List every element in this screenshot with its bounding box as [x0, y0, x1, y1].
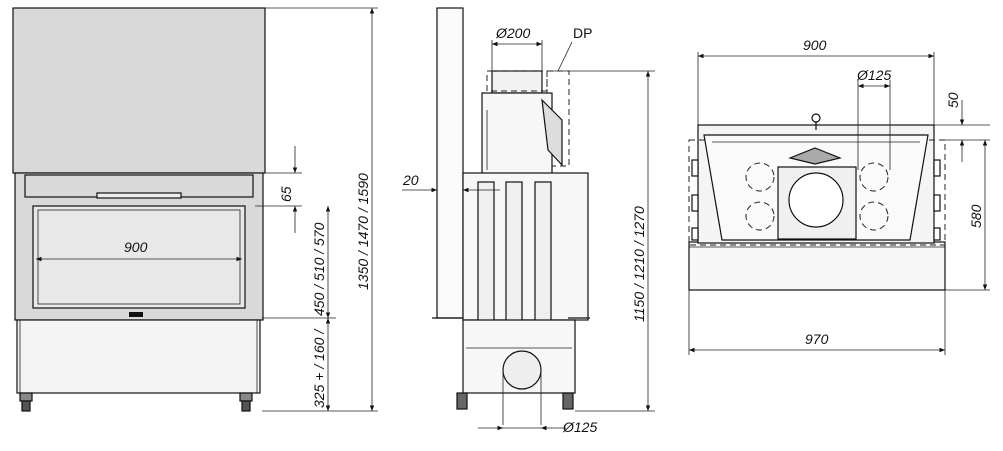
top-view: 900 Ø125 50 580 970 — [688, 37, 990, 355]
top-outer-base — [688, 241, 946, 291]
front-base — [16, 319, 261, 394]
front-hood — [12, 7, 266, 174]
top-dim-50: 50 — [945, 92, 961, 108]
front-dim-glass-height: 450 / 510 / 570 — [311, 222, 327, 316]
front-lintel-handle — [96, 192, 182, 199]
top-inlet-1 — [745, 162, 775, 192]
top-ornament — [788, 147, 842, 165]
front-dim-total-height: 1350 / 1470 / 1590 — [355, 173, 371, 290]
top-dim-125: Ø125 — [856, 67, 891, 83]
side-air-inlet — [502, 350, 542, 390]
side-dim-height: 1150 / 1210 / 1270 — [631, 206, 647, 322]
side-dim-flue-top: Ø200 — [495, 25, 530, 41]
side-dim-air-inlet: Ø125 — [562, 419, 597, 435]
side-label-dp: DP — [573, 25, 592, 41]
front-view: 900 65 450 / 510 / 570 325 + / 160 / 135… — [12, 7, 378, 412]
side-foot-left — [456, 392, 468, 410]
top-inlet-4 — [859, 201, 889, 231]
side-panel-3 — [534, 181, 552, 340]
front-foot-right-pad — [241, 400, 251, 412]
front-glass — [32, 205, 246, 309]
front-latch — [129, 312, 143, 317]
front-foot-left — [19, 392, 33, 402]
side-flue-collar — [491, 70, 543, 94]
top-dim-580: 580 — [968, 204, 984, 228]
side-panel-1 — [477, 181, 495, 340]
side-view: Ø200 DP 20 1150 / 1210 / 1270 Ø125 — [402, 7, 655, 435]
top-flue-outlet — [788, 172, 844, 228]
side-dim-20: 20 — [402, 172, 419, 188]
top-dim-970: 970 — [805, 331, 829, 347]
front-foot-left-pad — [21, 400, 31, 412]
top-dim-900: 900 — [803, 37, 827, 53]
front-dim-base: 325 + / 160 / — [311, 328, 327, 408]
front-dim-width: 900 — [124, 239, 148, 255]
front-dim-65: 65 — [278, 186, 294, 202]
top-inlet-2 — [859, 162, 889, 192]
side-smoke-box — [481, 92, 553, 179]
side-panel-2 — [505, 181, 523, 340]
side-wall-plate — [436, 7, 464, 319]
top-inlet-3 — [745, 201, 775, 231]
front-foot-right — [239, 392, 253, 402]
side-foot-right — [562, 392, 574, 410]
